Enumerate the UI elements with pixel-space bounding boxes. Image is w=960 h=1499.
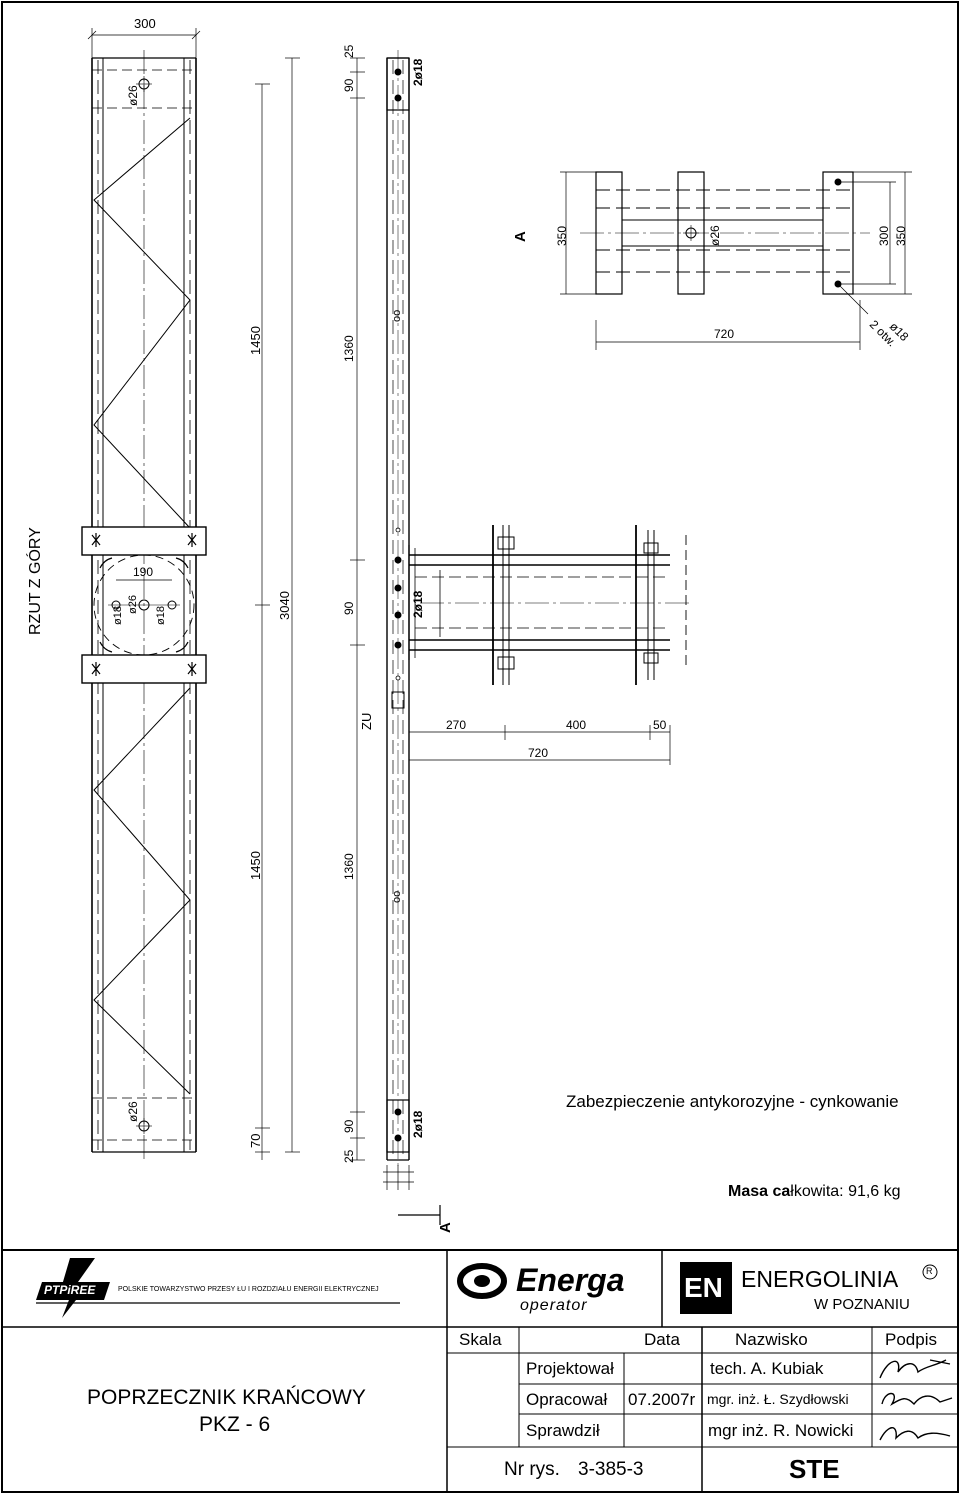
ptpiree-logo xyxy=(36,1258,400,1318)
header-scale: Skala xyxy=(459,1330,502,1349)
header-date: Data xyxy=(644,1330,680,1349)
drawing-title: POPRZECZNIK KRAŃCOWY xyxy=(87,1386,366,1409)
label-2phi18-top: 2ø18 xyxy=(411,58,425,86)
energa-sub: operator xyxy=(520,1297,588,1314)
label-2phi18-mid: 2ø18 xyxy=(411,590,425,618)
department-code: STE xyxy=(789,1454,840,1484)
en-badge-bg xyxy=(680,1262,732,1314)
section-mark-a: A xyxy=(437,1222,454,1233)
dim-90-top: 90 xyxy=(342,78,356,92)
dim-400: 400 xyxy=(566,718,587,732)
label-oo-2: oo xyxy=(391,890,403,903)
corrosion-note: Zabezpieczenie antykorozyjne - cynkowani… xyxy=(566,1092,899,1111)
hole-phi26-bottom: ø26 xyxy=(126,1101,140,1122)
dim-300-detail: 300 xyxy=(877,225,891,246)
ptpiree-org-name: POLSKIE TOWARZYSTWO PRZESY ŁU I ROZDZIAŁ… xyxy=(118,1286,379,1293)
registered-mark xyxy=(922,1264,938,1280)
detail-dimensions xyxy=(560,171,912,350)
cross-arm xyxy=(408,525,690,685)
energolinia-city: W POZNANIU xyxy=(814,1296,910,1313)
middle-dimensions xyxy=(350,57,441,1225)
dim-70: 70 xyxy=(248,1133,263,1148)
hole-phi18-left: ø18 xyxy=(112,606,124,625)
dim-90-mid: 90 xyxy=(342,601,356,615)
left-dimensions xyxy=(87,28,300,1160)
drawing-number-label: Nr rys. xyxy=(504,1459,560,1480)
dim-1450-top: 1450 xyxy=(248,326,263,355)
dim-3040: 3040 xyxy=(277,591,292,620)
drawing-code: PKZ - 6 xyxy=(199,1413,271,1436)
role-checked: Sprawdził xyxy=(526,1421,600,1440)
registered-symbol: R xyxy=(926,1266,933,1276)
signatures xyxy=(879,1359,953,1441)
dim-350-right: 350 xyxy=(894,225,908,246)
dim-350-left: 350 xyxy=(555,225,569,246)
side-view xyxy=(386,50,410,1170)
dim-270: 270 xyxy=(446,718,467,732)
energa-logo xyxy=(457,1263,507,1299)
label-oo-1: oo xyxy=(391,309,403,322)
mass-note-bold: Masa ca xyxy=(728,1183,791,1200)
hole-phi26-mid: ø26 xyxy=(127,595,139,614)
dim-25-bottom: 25 xyxy=(342,1149,356,1163)
dim-90-bottom: 90 xyxy=(342,1119,356,1133)
truss-top-view xyxy=(81,50,207,1160)
energolinia-name: ENERGOLINIA xyxy=(741,1266,899,1292)
dim-1360-top: 1360 xyxy=(342,335,356,362)
dim-720-arm: 720 xyxy=(528,746,549,760)
dim-1360-bottom: 1360 xyxy=(342,853,356,880)
dim-width-300: 300 xyxy=(134,16,156,31)
energa-name: Energa xyxy=(516,1262,625,1298)
dim-190: 190 xyxy=(133,565,154,579)
name-designed: tech. A. Kubiak xyxy=(710,1359,824,1378)
label-2phi18-bottom: 2ø18 xyxy=(411,1110,425,1138)
role-designed: Projektował xyxy=(526,1359,614,1378)
dim-720-detail: 720 xyxy=(714,327,735,341)
en-badge: EN xyxy=(684,1272,723,1303)
header-name: Nazwisko xyxy=(735,1330,808,1349)
dim-25-top: 25 xyxy=(342,44,356,58)
name-checked: mgr inż. R. Nowicki xyxy=(708,1421,854,1440)
mass-note-value: łkowita: 91,6 kg xyxy=(790,1183,901,1200)
hole-phi26-detail: ø26 xyxy=(708,225,722,246)
label-zu: ZU xyxy=(359,712,374,730)
mass-note: Masa całkowita: 91,6 kg xyxy=(728,1184,901,1200)
arm-dimensions xyxy=(409,725,671,765)
detail-a xyxy=(580,171,870,295)
header-sign: Podpis xyxy=(885,1330,937,1349)
dim-1450-bottom: 1450 xyxy=(248,851,263,880)
name-prepared: mgr. inż. Ł. Szydłowski xyxy=(707,1391,849,1407)
view-label: RZUT Z GÓRY xyxy=(27,527,44,635)
detail-label-a: A xyxy=(512,231,529,242)
role-prepared: Opracował xyxy=(526,1390,608,1409)
dim-50: 50 xyxy=(653,718,667,732)
hole-phi26-top: ø26 xyxy=(126,85,140,106)
title-block-grid xyxy=(2,1249,958,1492)
drawing-number: 3-385-3 xyxy=(578,1459,644,1480)
date-prepared: 07.2007r xyxy=(628,1390,696,1409)
ptpiree-logo-text: PTPiREE xyxy=(44,1283,96,1297)
hole-phi18-right: ø18 xyxy=(155,606,167,625)
